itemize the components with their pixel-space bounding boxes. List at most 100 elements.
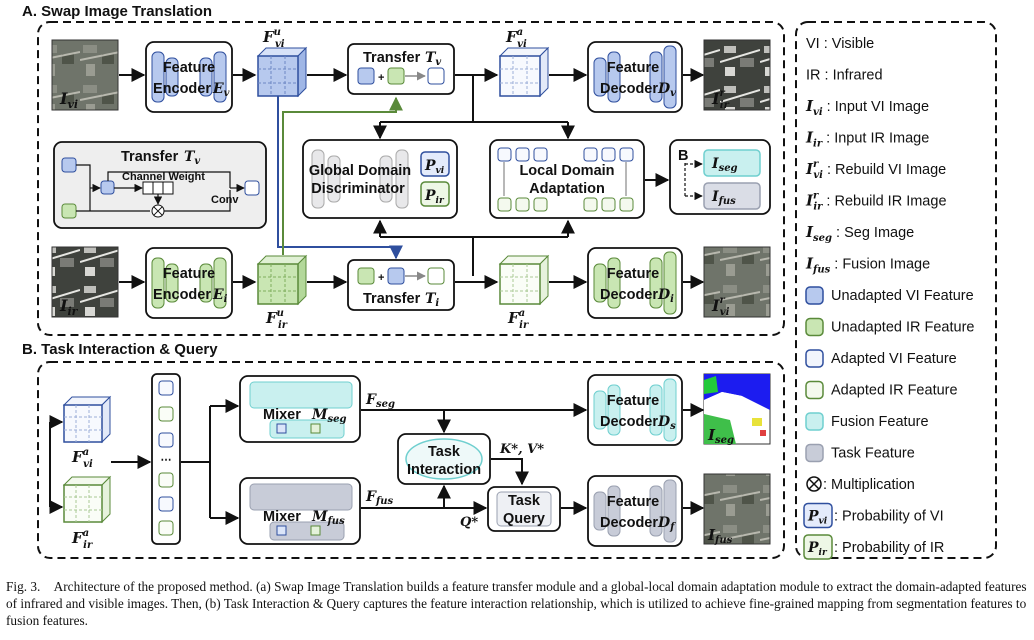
svg-text:Task: Task [428,444,461,460]
legend-swatch [805,286,824,305]
svg-text:IR : Infrared: IR : Infrared [806,68,883,84]
svg-text:Adapted VI Feature: Adapted VI Feature [831,351,957,367]
section-b-title: B. Task Interaction & Query [22,341,218,358]
svg-text:Encoder: Encoder [153,287,211,303]
legend-border [795,21,997,559]
svg-text:Tv: Tv [184,149,200,167]
legend-item: Iseg : Seg Image [805,223,914,244]
legend-item: Iir : Input IR Image [805,129,929,150]
svg-text:Unadapted VI Feature: Unadapted VI Feature [831,288,974,304]
svg-text:Mseg: Mseg [311,407,346,425]
svg-text:: Probability of VI: : Probability of VI [834,509,944,525]
legend-item: Unadapted VI Feature [805,286,974,305]
svg-text:Iseg: Iseg [707,426,734,446]
svg-text:Decoder: Decoder [600,515,658,531]
legend-item: Task Feature [805,443,915,463]
svg-text:VI : Visible: VI : Visible [806,36,874,52]
svg-text:Interaction: Interaction [407,462,481,478]
legend-item: Fusion Feature [805,412,929,431]
legend-item: Adapted IR Feature [805,380,958,400]
svg-text:Decoder: Decoder [600,81,658,97]
global-domain-discriminator: Global Domain Discriminator Pvi Pir [302,139,458,219]
svg-text:Ev: Ev [212,81,230,99]
svg-text:Iseg : Seg Image: Iseg : Seg Image [805,223,914,244]
local-domain-adaptation: Local Domain Adaptation [489,139,645,219]
svg-text:Iir : Input IR Image: Iir : Input IR Image [805,129,929,150]
feature-decoder-f: Feature Decoder Df [587,475,683,547]
legend-item: VI : Visible [806,36,874,52]
legend-item: Ivi : Input VI Image [805,97,929,118]
svg-text:Feature: Feature [163,266,215,282]
svg-text:Discriminator: Discriminator [311,181,405,197]
svg-text:Ifus : Fusion Image: Ifus : Fusion Image [805,255,930,276]
legend-swatch [805,317,824,337]
svg-text:Ivi: Ivi [59,89,78,111]
svg-text:Ei: Ei [212,287,228,305]
svg-text:Ds: Ds [657,414,676,432]
feature-encoder-v: Feature Encoder Ev [145,41,233,113]
f-fus-label: Ffus [365,489,394,507]
svg-text:Mixer: Mixer [263,509,301,525]
section-b-border [37,361,785,559]
probability-icon [803,534,833,560]
architecture-diagram: A. Swap Image Translation Ivi Feature En… [22,3,997,560]
svg-text:Feature: Feature [607,393,659,409]
svg-text:Fusion Feature: Fusion Feature [831,414,929,430]
svg-text:Local Domain: Local Domain [519,163,614,179]
svg-text:Adapted IR Feature: Adapted IR Feature [831,383,958,399]
svg-text:⋯: ⋯ [161,454,172,466]
svg-text:Task: Task [508,493,541,509]
section-a-title: A. Swap Image Translation [22,3,212,20]
legend-item: Adapted VI Feature [805,349,957,368]
svg-text:Encoder: Encoder [153,81,211,97]
seg-output-image: Iseg [703,373,771,446]
feature-encoder-i: Feature Encoder Ei [145,247,233,319]
svg-text:Ifus: Ifus [707,526,733,546]
vi-to-transfer-i-line [277,96,403,260]
svg-text:Mfus: Mfus [311,509,345,527]
token-sequence: ⋯ [151,373,181,545]
fus-output-image: Ifus [703,473,771,546]
legend-item: IR : Infrared [806,68,883,84]
kv-label: K*, V* [499,442,544,457]
svg-text:Iir: Iir [59,296,79,318]
feature-decoder-i: Feature Decoder Di [587,247,683,319]
legend-swatch [805,412,824,431]
svg-text:Df: Df [657,515,676,533]
svg-text:Transfer: Transfer [363,50,421,66]
f-seg-label: Fseg [365,392,395,410]
svg-text:Feature: Feature [607,266,659,282]
ir-to-transfer-v-line [282,96,403,255]
svg-text:Pir: Pir [807,540,828,558]
svg-text:Transfer: Transfer [121,149,179,165]
legend-swatch [805,349,824,368]
svg-text:+: + [378,72,384,84]
legend-item: : Multiplication [806,476,915,493]
svg-text:Dv: Dv [657,81,676,99]
svg-text:Mixer: Mixer [263,407,301,423]
probability-icon [803,502,833,529]
legend-swatch [805,443,824,463]
q-label: Q* [460,515,478,530]
svg-text:Decoder: Decoder [600,287,658,303]
caption-label: Fig. 3. [6,579,41,594]
task-query: Task Query [487,486,561,532]
task-interaction: Task Interaction [397,433,491,485]
svg-text:Ti: Ti [425,291,439,309]
caption-text: Architecture of the proposed method. (a)… [6,579,1027,628]
